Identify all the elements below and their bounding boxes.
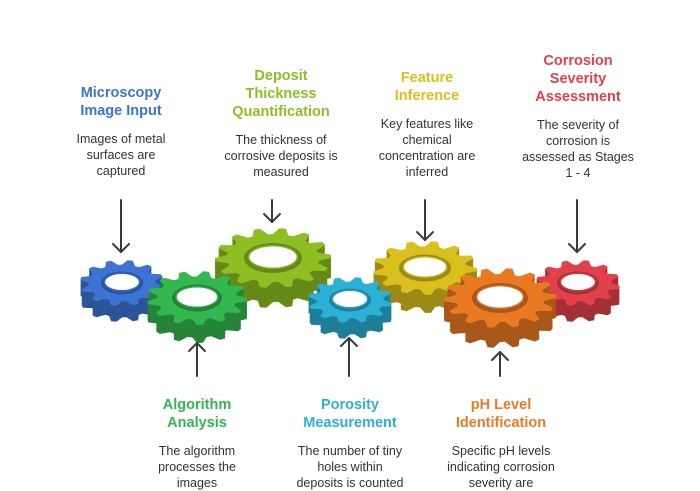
- step-title: pH Level Identification: [430, 396, 572, 432]
- title-line: Image Input: [80, 103, 162, 119]
- desc-line: corrosion is: [546, 134, 610, 148]
- desc-line: deposits is counted: [296, 476, 404, 490]
- desc-line: holes within: [317, 460, 383, 474]
- step-algorithm-analysis: Algorithm Analysis The algorithm process…: [132, 396, 262, 491]
- desc-line: The severity of: [537, 118, 619, 132]
- step-description: Images of metal surfaces are captured: [56, 131, 186, 179]
- desc-line: The thickness of: [235, 133, 327, 147]
- step-corrosion-severity-assessment: Corrosion Severity Assessment The severi…: [512, 52, 644, 181]
- gear-red: [536, 260, 620, 322]
- step-ph-level-identification: pH Level Identification Specific pH leve…: [430, 396, 572, 491]
- step-description: Specific pH levels indicating corrosion …: [430, 443, 572, 491]
- step-description: The severity of corrosion is assessed as…: [512, 117, 644, 181]
- desc-line: surfaces are: [86, 148, 156, 162]
- title-line: Analysis: [167, 415, 227, 431]
- arrow-down-microscopy: [112, 199, 130, 253]
- desc-line: captured: [96, 164, 146, 178]
- arrow-down-deposit: [263, 199, 281, 223]
- desc-line: severity are: [468, 476, 534, 490]
- gear-cyan: [308, 277, 392, 339]
- step-porosity-measurement: Porosity Measurement The number of tiny …: [280, 396, 420, 491]
- desc-line: concentration are: [378, 149, 476, 163]
- title-line: Corrosion: [543, 53, 613, 69]
- arrow-down-feature: [416, 199, 434, 241]
- desc-line: inferred: [405, 165, 449, 179]
- gear-orange: [444, 268, 556, 348]
- title-line: Algorithm: [162, 397, 232, 413]
- step-title: Microscopy Image Input: [56, 84, 186, 120]
- step-description: The number of tiny holes within deposits…: [280, 443, 420, 491]
- title-line: Inference: [394, 88, 460, 104]
- arrow-up-porosity: [340, 337, 358, 377]
- desc-line: assessed as Stages: [522, 150, 634, 164]
- desc-line: Images of metal: [76, 132, 166, 146]
- gear-blue: [80, 260, 164, 322]
- step-title: Algorithm Analysis: [132, 396, 262, 432]
- gear-lime: [215, 228, 331, 308]
- desc-line: Specific pH levels: [451, 444, 551, 458]
- title-line: Severity: [549, 71, 607, 87]
- arrow-up-algorithm: [188, 342, 206, 377]
- desc-line: Key features like: [380, 117, 474, 131]
- title-line: pH Level: [470, 397, 532, 413]
- desc-line: indicating corrosion: [447, 460, 555, 474]
- title-line: Identification: [455, 415, 547, 431]
- step-title: Porosity Measurement: [280, 396, 420, 432]
- title-line: Assessment: [535, 89, 621, 105]
- desc-line: images: [176, 476, 218, 490]
- arrow-up-ph: [491, 351, 509, 377]
- gear-green: [147, 271, 247, 343]
- step-microscopy-image-input: Microscopy Image Input Images of metal s…: [56, 84, 186, 179]
- step-title: Feature Inference: [362, 69, 492, 105]
- desc-line: 1 - 4: [565, 166, 591, 180]
- title-line: Thickness: [245, 86, 317, 102]
- desc-line: chemical: [402, 133, 452, 147]
- step-title: Deposit Thickness Quantification: [206, 67, 356, 121]
- step-feature-inference: Feature Inference Key features like chem…: [362, 69, 492, 180]
- step-deposit-thickness-quantification: Deposit Thickness Quantification The thi…: [206, 67, 356, 180]
- arrow-down-corrosion: [568, 199, 586, 253]
- title-line: Porosity: [320, 397, 379, 413]
- title-line: Measurement: [303, 415, 397, 431]
- title-line: Quantification: [232, 104, 330, 120]
- step-description: The algorithm processes the images: [132, 443, 262, 491]
- step-title: Corrosion Severity Assessment: [512, 52, 644, 106]
- desc-line: The number of tiny: [297, 444, 403, 458]
- step-description: Key features like chemical concentration…: [362, 116, 492, 180]
- desc-line: measured: [253, 165, 309, 179]
- step-description: The thickness of corrosive deposits is m…: [206, 132, 356, 180]
- title-line: Microscopy: [80, 85, 162, 101]
- desc-line: corrosive deposits is: [224, 149, 338, 163]
- desc-line: The algorithm: [158, 444, 236, 458]
- title-line: Feature: [400, 70, 454, 86]
- desc-line: processes the: [158, 460, 236, 474]
- title-line: Deposit: [254, 68, 308, 84]
